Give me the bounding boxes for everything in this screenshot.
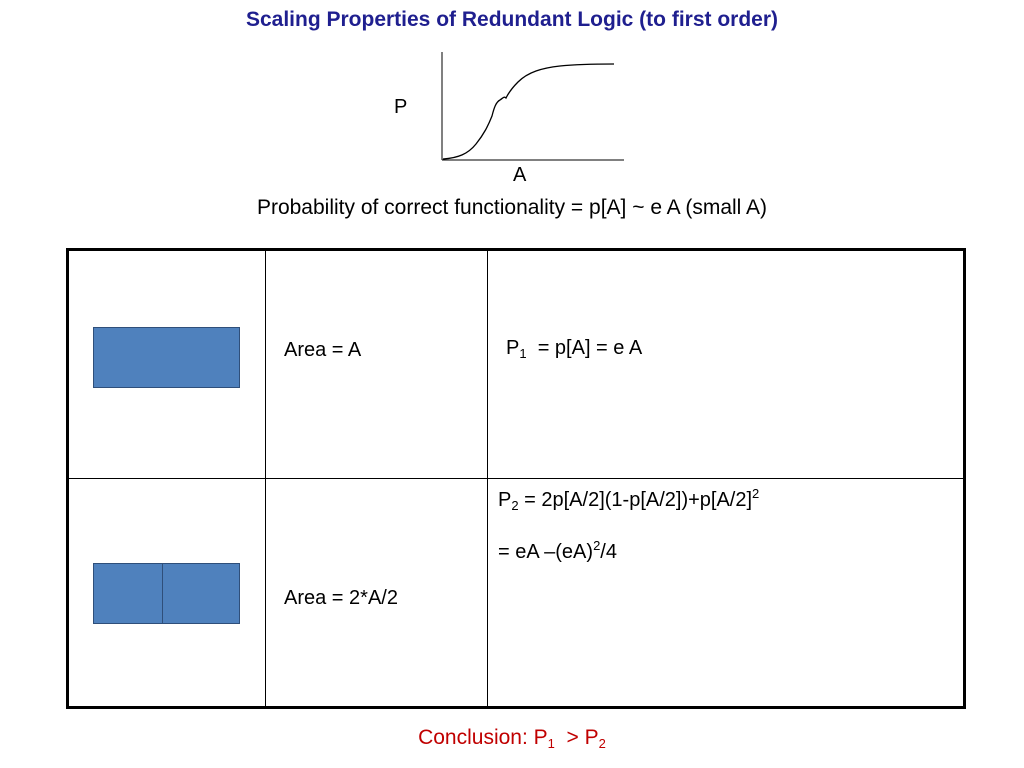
- p2-subscript: 2: [511, 498, 519, 513]
- p1-symbol: P: [506, 337, 520, 359]
- comparison-table: Area = A P1 = p[A] = e A Area = 2*A/2 P2…: [66, 248, 966, 709]
- approx-expression-b: /4: [600, 541, 617, 563]
- row2-area-label: Area = 2*A/2: [284, 587, 398, 609]
- row2-probability-line1: P2 = 2p[A/2](1-p[A/2])+p[A/2]2: [498, 486, 760, 513]
- p1-subscript: 1: [519, 346, 527, 361]
- single-block-figure: [93, 327, 240, 388]
- conclusion-prefix: Conclusion: P: [418, 726, 548, 749]
- slide-title: Scaling Properties of Redundant Logic (t…: [245, 8, 779, 31]
- row1-area-label: Area = A: [284, 339, 362, 361]
- p2-superscript: 2: [752, 486, 760, 501]
- probability-area-plot: P A: [380, 48, 640, 190]
- approx-superscript: 2: [593, 538, 601, 553]
- conclusion-sub1: 1: [547, 736, 555, 751]
- row2-probability-line2: = eA –(eA)2/4: [498, 538, 617, 564]
- conclusion-mid: > P: [554, 726, 599, 749]
- half-block-left: [93, 563, 163, 624]
- conclusion-text: Conclusion: P1 > P2: [0, 726, 1024, 751]
- p2-symbol: P: [498, 489, 512, 511]
- probability-definition: Probability of correct functionality = p…: [256, 196, 768, 219]
- curve: [442, 63, 615, 160]
- conclusion-sub2: 2: [598, 736, 606, 751]
- half-block-right: [162, 563, 240, 624]
- x-axis-label: A: [513, 164, 527, 186]
- approx-expression-a: = eA –(eA): [498, 541, 594, 563]
- row1-probability: P1 = p[A] = e A: [506, 337, 643, 361]
- plot-svg: [441, 52, 624, 161]
- p2-expression: = 2p[A/2](1-p[A/2])+p[A/2]: [518, 489, 753, 511]
- y-axis-label: P: [394, 96, 408, 118]
- p1-expression: = p[A] = e A: [526, 337, 643, 359]
- row-divider: [69, 478, 963, 479]
